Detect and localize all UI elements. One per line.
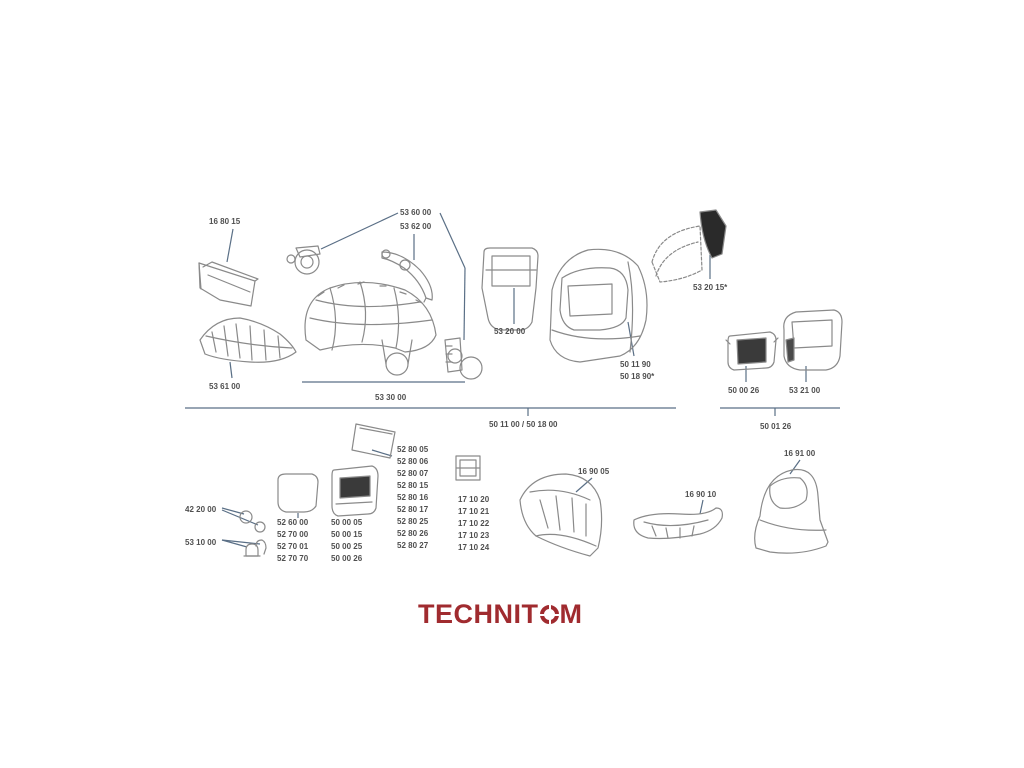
label-528017: 52 80 17 (397, 505, 429, 514)
leader-536000-down (439, 212, 466, 269)
label-500126: 50 01 26 (760, 422, 792, 431)
label-list-171020: 17 10 20 17 10 21 17 10 22 17 10 23 17 1… (458, 494, 489, 554)
label-527000: 52 70 00 (277, 530, 309, 539)
label-528006: 52 80 06 (397, 457, 429, 466)
label-171020: 17 10 20 (458, 495, 490, 504)
label-527070: 52 70 70 (277, 554, 309, 563)
label-528025: 52 80 25 (397, 517, 429, 526)
neck-protector-sketch (633, 507, 723, 540)
leader-169010 (699, 499, 704, 515)
label-list-528005: 52 80 05 52 80 06 52 80 07 52 80 15 52 8… (397, 444, 428, 552)
part-sketches (198, 209, 843, 557)
label-528027: 52 80 27 (397, 541, 429, 550)
headband-strap-sketch (199, 317, 297, 363)
filter-cassette-sketch (331, 465, 379, 517)
magnifier-lens-sketch (455, 455, 481, 481)
label-171021: 17 10 21 (458, 507, 490, 516)
inside-lens-sketch (277, 473, 319, 513)
head-harness-sketch (304, 281, 437, 376)
label-532000: 53 20 00 (494, 327, 526, 336)
label-169100: 16 91 00 (784, 449, 816, 458)
leader-lines (185, 212, 840, 548)
leader-plate (371, 449, 393, 457)
label-532015: 53 20 15* (693, 283, 728, 292)
label-528007: 52 80 07 (397, 469, 429, 478)
label-171023: 17 10 23 (458, 531, 490, 540)
label-500015: 50 00 15 (331, 530, 363, 539)
label-531000: 53 10 00 (185, 538, 217, 547)
adf-filter-sketch (725, 331, 779, 371)
protection-plate-sketch (351, 423, 396, 459)
leader-536000-vert (463, 267, 466, 341)
welding-helmet-sketch (549, 248, 648, 363)
label-533000: 53 30 00 (375, 393, 407, 402)
label-168015: 16 80 15 (209, 217, 241, 226)
label-528026: 52 80 26 (397, 529, 429, 538)
leader-169100 (789, 459, 801, 475)
label-500026: 50 00 26 (728, 386, 760, 395)
leader-168015 (226, 228, 234, 263)
label-532100: 53 21 00 (789, 386, 821, 395)
hood-sketch (754, 468, 829, 554)
leader-169005 (575, 477, 593, 493)
label-500026b: 50 00 26 (331, 554, 363, 563)
label-169010: 16 90 10 (685, 490, 717, 499)
label-526000: 52 60 00 (277, 518, 309, 527)
label-list-500005: 50 00 05 50 00 15 50 00 25 50 00 26 (331, 517, 362, 565)
label-169005: 16 90 05 (578, 467, 610, 476)
label-528005: 52 80 05 (397, 445, 429, 454)
label-536200: 53 62 00 (400, 222, 432, 231)
ratchet-knob-sketch (444, 337, 483, 380)
label-500005: 50 00 05 (331, 518, 363, 527)
label-501890: 50 18 90* (620, 372, 655, 381)
label-list-526000: 52 60 00 52 70 00 52 70 01 52 70 70 (277, 517, 308, 565)
pivot-arm-sketch (381, 249, 433, 303)
label-main-assembly: 50 11 00 / 50 18 00 (489, 420, 558, 429)
leader-531000-b (221, 539, 261, 545)
speedglas-helmet-sketch (783, 309, 843, 371)
label-536000: 53 60 00 (400, 208, 432, 217)
outer-cover-plate-sketch (481, 247, 539, 331)
leader-422000-a (221, 507, 245, 515)
label-500025: 50 00 25 (331, 542, 363, 551)
label-528016: 52 80 16 (397, 493, 429, 502)
label-422000: 42 20 00 (185, 505, 217, 514)
logo-text-part2: M (559, 599, 583, 629)
leader-536100 (229, 361, 233, 379)
label-528015: 52 80 15 (397, 481, 429, 490)
label-527001: 52 70 01 (277, 542, 309, 551)
label-501190: 50 11 90 (620, 360, 651, 369)
head-cover-sketch (519, 473, 603, 557)
label-536100: 53 61 00 (209, 382, 241, 391)
logo-crosshair-o-icon (538, 604, 560, 625)
label-171024: 17 10 24 (458, 543, 490, 552)
small-parts-sketch (239, 510, 267, 557)
adjustment-knob-sketch (286, 245, 321, 275)
technitom-logo: TECHNIT M (418, 598, 583, 630)
leader-536000-knob (320, 212, 399, 250)
leader-531000-a (221, 539, 248, 548)
logo-text-part1: TECHNIT (418, 599, 539, 629)
label-171022: 17 10 22 (458, 519, 490, 528)
sweatband-sketch (198, 261, 259, 307)
side-window-sketch (651, 209, 727, 283)
